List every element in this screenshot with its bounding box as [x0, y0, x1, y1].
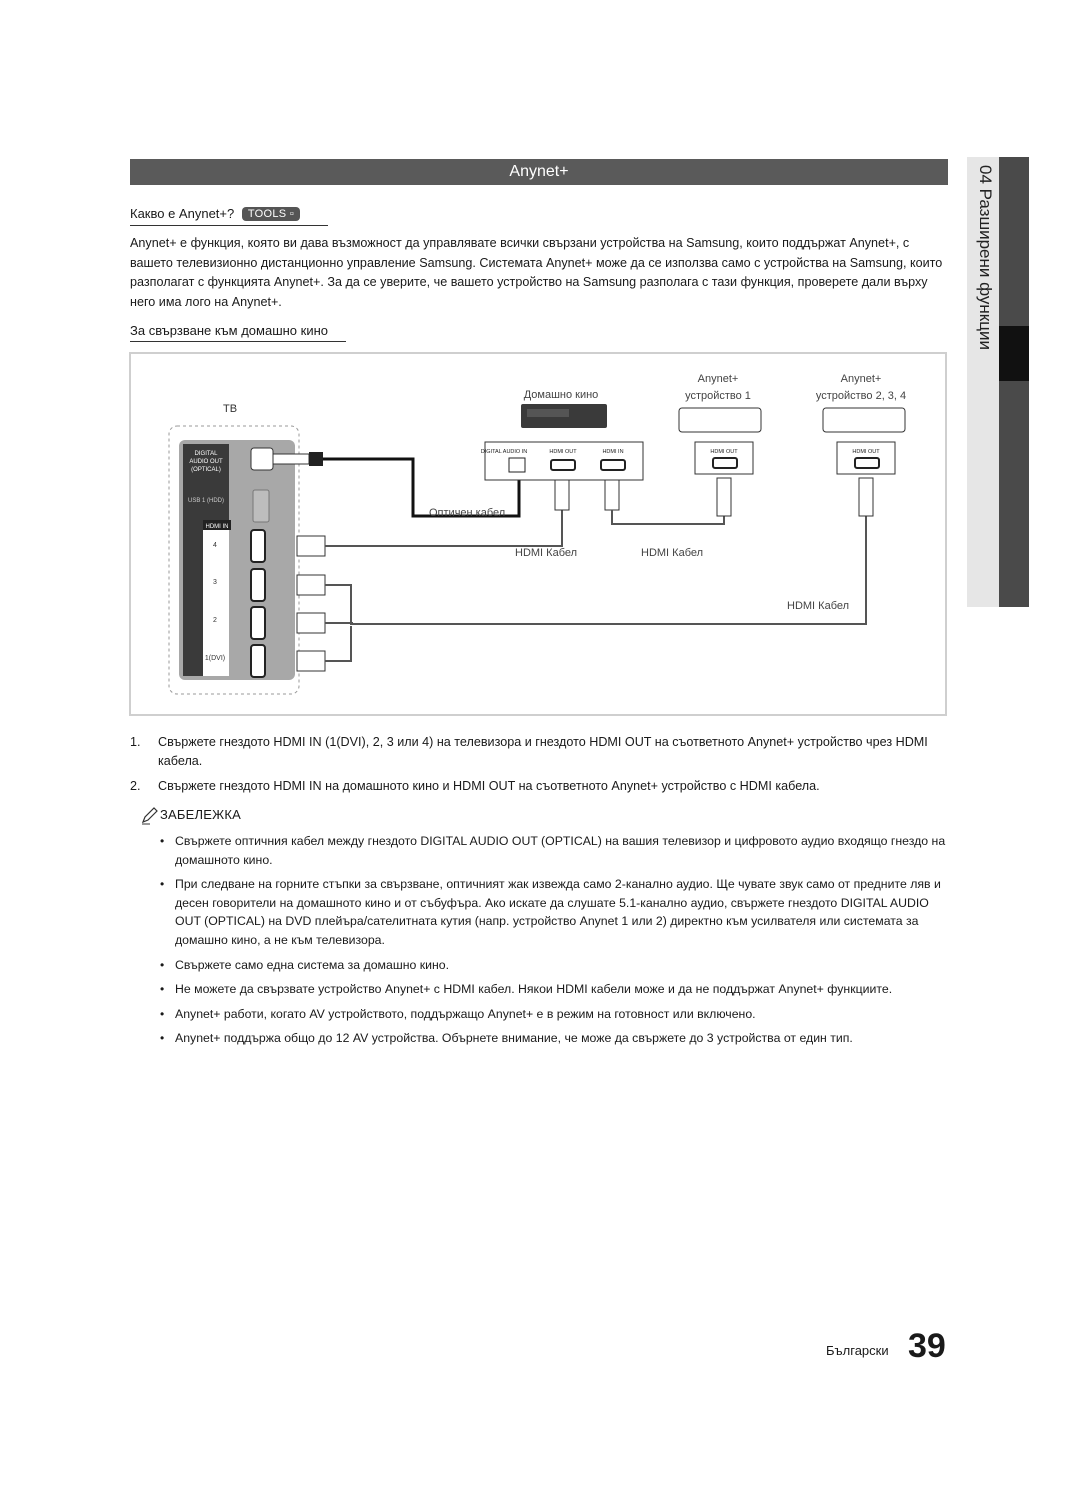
- hdmi-cable-stub: [325, 626, 352, 662]
- hdmi-plug-device2: [858, 477, 874, 517]
- device1: [678, 407, 762, 433]
- ht-port-label: DIGITAL AUDIO IN: [481, 449, 527, 455]
- connection-diagram: ТВ DIGITAL AUDIO OUT (OPTICAL) USB 1 (HD…: [129, 352, 947, 716]
- heading-underline: [130, 341, 346, 342]
- hdmi-cable-label: HDMI Кабел: [787, 600, 849, 612]
- what-is-heading-text: Какво е Anynet+?: [130, 206, 235, 221]
- note-title: ЗАБЕЛЕЖКА: [160, 807, 241, 822]
- tv-port-number: 1(DVI): [205, 655, 225, 662]
- step-item: 2. Свържете гнездото HDMI IN на домашното…: [130, 777, 945, 796]
- device1-label: устройство 1: [685, 390, 751, 402]
- tv-port-number-strip: [203, 530, 229, 676]
- step-list: 1. Свържете гнездото HDMI IN (1(DVI), 2, …: [130, 733, 945, 802]
- ht-hdmi-out-port: [550, 459, 576, 471]
- tv-hdmi-port-4: [250, 529, 266, 563]
- section-header: Anynet+: [130, 159, 948, 185]
- device1-label: Anynet+: [698, 373, 739, 385]
- tv-hdmi-in-tag: [203, 520, 231, 530]
- connect-heading: За свързване към домашно кино: [130, 323, 329, 338]
- hdmi-plug-tv-2: [296, 612, 326, 634]
- device2-label: Anynet+: [841, 373, 882, 385]
- tv-port-number: 3: [213, 579, 217, 586]
- optical-plug-tv: [272, 453, 310, 465]
- tv-optical-port: [250, 447, 274, 471]
- chapter-tab-marker: [999, 326, 1029, 381]
- optical-cable-label: Оптичен кабел: [429, 507, 505, 519]
- tv-digital-audio-label: DIGITAL: [195, 451, 219, 457]
- hdmi-cable-ht-to-device1: [611, 510, 725, 525]
- home-theater-display: [527, 409, 569, 417]
- ht-optical-port: [508, 457, 526, 473]
- optical-cable: [323, 457, 521, 518]
- device2: [822, 407, 906, 433]
- hdmi-plug-tv-1: [296, 650, 326, 672]
- device2-label: устройство 2, 3, 4: [816, 390, 906, 402]
- device2-hdmi-out-port: [854, 457, 880, 469]
- page-number: 39: [908, 1327, 946, 1365]
- note-bullet: Anynet+ работи, когато AV устройството, …: [160, 1005, 950, 1024]
- ht-port-label: HDMI IN: [602, 449, 623, 455]
- note-bullet: Свържете оптичния кабел между гнездото D…: [160, 832, 950, 869]
- hdmi-plug-tv-4: [296, 535, 326, 557]
- hdmi-plug-ht-in: [604, 479, 620, 511]
- ht-port-label: HDMI OUT: [549, 449, 577, 455]
- footer-language: Български: [826, 1343, 889, 1358]
- tv-port-number: 2: [213, 617, 217, 624]
- tv-port-number: 4: [213, 542, 217, 549]
- step-text: Свържете гнездото HDMI IN на домашното к…: [158, 779, 820, 793]
- note-bullet: При следване на горните стъпки за свързв…: [160, 875, 950, 949]
- pencil-note-icon: [141, 807, 158, 825]
- connection-diagram-svg: ТВ DIGITAL AUDIO OUT (OPTICAL) USB 1 (HD…: [168, 373, 906, 695]
- tv-label: ТВ: [223, 403, 237, 415]
- device2-port-label: HDMI OUT: [852, 449, 880, 455]
- note-bullets: Свържете оптичния кабел между гнездото D…: [160, 832, 950, 1054]
- intro-paragraph: Anynet+ е функция, която ви дава възможн…: [130, 236, 943, 309]
- tv-hdmi-port-3: [250, 568, 266, 602]
- device1-port-label: HDMI OUT: [710, 449, 738, 455]
- tv-hdmi-port-1: [250, 644, 266, 678]
- step-text: Свържете гнездото HDMI IN (1(DVI), 2, 3 …: [158, 735, 928, 768]
- tools-badge: TOOLS ▫: [241, 207, 301, 221]
- tools-icon: ▫: [289, 208, 295, 220]
- what-is-heading: Какво е Anynet+? TOOLS ▫: [130, 206, 301, 221]
- tv-hdmi-in-label: HDMI IN: [206, 524, 229, 530]
- heading-underline: [130, 225, 328, 226]
- tv-digital-audio-label: AUDIO OUT: [189, 459, 223, 465]
- step-number: 1.: [130, 735, 141, 749]
- tv-outline: [168, 425, 300, 695]
- chapter-tab-label: 04 Разширени функции: [976, 165, 995, 350]
- chapter-tab-dark-strip: [999, 157, 1029, 607]
- hdmi-cable-label: HDMI Кабел: [641, 547, 703, 559]
- step-number: 2.: [130, 779, 141, 793]
- optical-plug-tv: [309, 452, 323, 466]
- hdmi-plug-tv-3: [296, 574, 326, 596]
- ht-hdmi-in-port: [600, 459, 626, 471]
- device1-hdmi-out-port: [712, 457, 738, 469]
- tv-usb-port: [252, 489, 270, 523]
- home-theater-label: Домашно кино: [524, 389, 599, 401]
- tv-digital-audio-label: (OPTICAL): [191, 467, 221, 473]
- hdmi-cable-tv-to-ht: [325, 509, 563, 547]
- hdmi-plug-device1: [716, 477, 732, 517]
- hdmi-plug-ht-out: [554, 479, 570, 511]
- step-item: 1. Свържете гнездото HDMI IN (1(DVI), 2, …: [130, 733, 945, 771]
- note-bullet: Свържете само една система за домашно ки…: [160, 956, 950, 975]
- tv-usb-label: USB 1 (HDD): [188, 498, 224, 504]
- tv-hdmi-port-2: [250, 606, 266, 640]
- note-bullet: Не можете да свързвате устройство Anynet…: [160, 980, 950, 999]
- hdmi-cable-label: HDMI Кабел: [515, 547, 577, 559]
- hdmi-cable-tv-to-device2: [325, 516, 867, 625]
- note-bullet: Anynet+ поддържа общо до 12 AV устройств…: [160, 1029, 950, 1048]
